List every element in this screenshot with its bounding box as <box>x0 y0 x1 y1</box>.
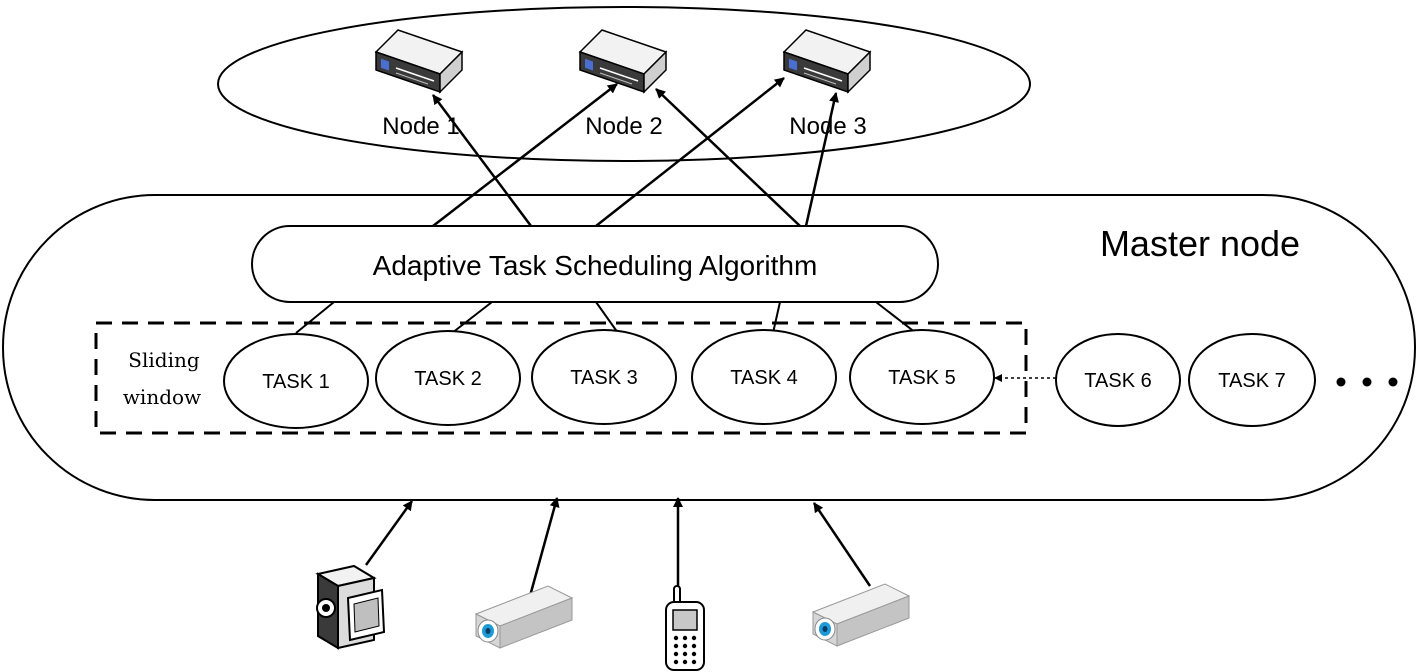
server-icon <box>783 29 871 93</box>
dispatch-arrow <box>655 88 801 227</box>
task-label: TASK 3 <box>570 367 637 389</box>
task-link <box>595 301 619 334</box>
task-ellipse <box>691 329 837 425</box>
dispatch-arrow <box>804 92 839 227</box>
node-label: Node 2 <box>585 113 662 140</box>
task-ellipse <box>1188 333 1316 427</box>
task-label: TASK 4 <box>730 367 797 389</box>
more-tasks-dot <box>1388 377 1398 387</box>
task-ellipse <box>223 333 369 429</box>
mobile-phone-icon <box>665 585 705 671</box>
task-label: TASK 2 <box>414 368 481 390</box>
task-ellipse <box>1055 333 1181 427</box>
task-link <box>772 301 781 334</box>
input-arrow <box>812 502 872 587</box>
sliding-window-label: window <box>123 385 201 409</box>
algorithm-label: Adaptive Task Scheduling Algorithm <box>373 250 818 281</box>
master-node-label: Master node <box>1100 223 1300 264</box>
input-arrow <box>528 497 560 597</box>
server-icon <box>579 29 667 93</box>
algorithm-box <box>251 225 939 303</box>
node-label: Node 1 <box>382 113 459 140</box>
task-label: TASK 1 <box>262 371 329 393</box>
task-link <box>875 301 917 334</box>
more-tasks-dot <box>1362 377 1372 387</box>
master-node-container <box>2 194 1416 501</box>
task-label: TASK 6 <box>1084 370 1151 392</box>
camcorder-icon <box>315 564 386 650</box>
task-label: TASK 5 <box>888 367 955 389</box>
sliding-window-label: Sliding <box>128 348 200 372</box>
server-icon <box>375 29 463 93</box>
dispatch-arrow <box>595 77 785 227</box>
input-arrow <box>364 500 414 566</box>
more-tasks-dot <box>1336 377 1346 387</box>
task-ellipse <box>375 330 521 426</box>
surveillance-camera-icon <box>475 585 573 649</box>
task-link <box>451 301 493 334</box>
task-label: TASK 7 <box>1218 370 1285 392</box>
task-link <box>295 301 335 334</box>
surveillance-camera-icon <box>812 583 910 647</box>
cluster-ellipse <box>217 6 1031 162</box>
dispatch-arrow <box>432 83 618 227</box>
task-ellipse <box>531 329 677 425</box>
dispatch-arrow <box>431 94 533 227</box>
